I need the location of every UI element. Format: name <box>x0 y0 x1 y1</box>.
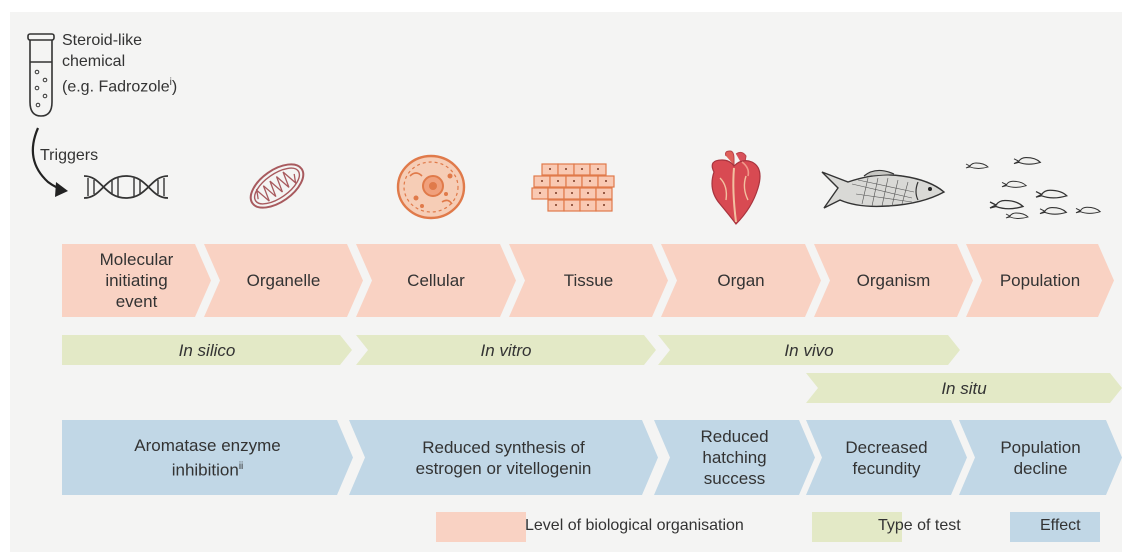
level-organ: Organ <box>661 244 821 317</box>
fish-icon <box>821 169 946 209</box>
test-in-vitro: In vitro <box>356 335 656 365</box>
heart-icon <box>711 150 761 225</box>
effect-reduced-hatching: Reduced hatching success <box>654 420 815 495</box>
test-in-situ: In situ <box>806 373 1122 403</box>
legend-swatch-level <box>436 512 526 542</box>
tissue-icon <box>531 163 615 212</box>
legend-label-level: Level of biological organisation <box>525 517 744 534</box>
trigger-arrow-icon <box>31 127 68 197</box>
legend-label-type: Type of test <box>878 517 961 534</box>
fish-school-icon <box>965 157 1101 219</box>
effect-reduced-synthesis: Reduced synthesis of estrogen or vitello… <box>349 420 658 495</box>
level-molecular-initiating-event: Molecular initiating event <box>62 244 211 317</box>
legend-swatch-effect <box>1010 512 1100 542</box>
level-organelle: Organelle <box>204 244 363 317</box>
legend-label-effect: Effect <box>1040 517 1081 534</box>
triggers-label: Triggers <box>40 147 99 164</box>
level-tissue: Tissue <box>509 244 668 317</box>
level-cellular: Cellular <box>356 244 516 317</box>
cell-icon <box>396 154 466 220</box>
level-organism: Organism <box>814 244 973 317</box>
test-in-silico: In silico <box>62 335 352 365</box>
test-in-vivo: In vivo <box>658 335 960 365</box>
dna-icon <box>83 175 169 199</box>
effect-aromatase-inhibition: Aromatase enzyme inhibitionii <box>62 420 353 495</box>
effect-population-decline: Population decline <box>959 420 1122 495</box>
effect-decreased-fecundity: Decreased fecundity <box>806 420 967 495</box>
level-population: Population <box>966 244 1114 317</box>
test-tube-icon <box>27 33 55 117</box>
mitochondrion-icon <box>249 163 305 209</box>
chemical-label: Steroid-like chemical (e.g. Fadrozolei) <box>62 32 178 96</box>
legend-swatch-type <box>812 512 902 542</box>
